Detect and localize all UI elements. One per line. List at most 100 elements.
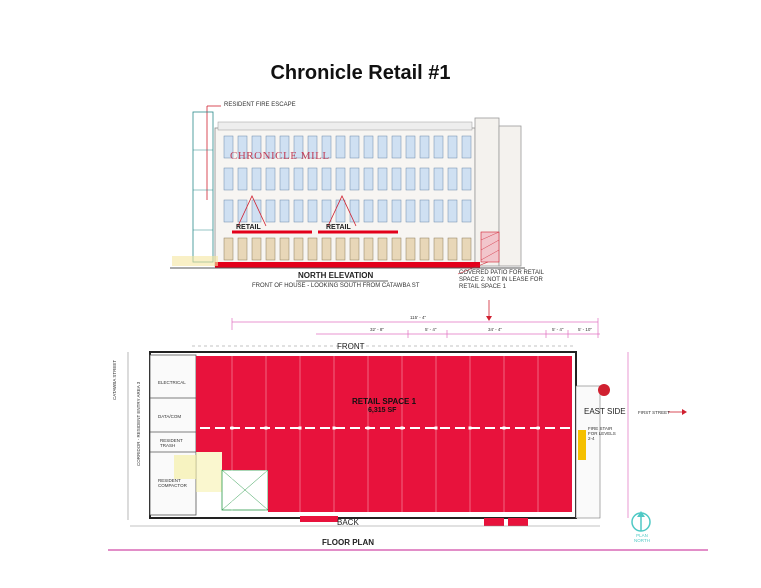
fire-stair-note: FIRE STAIR FOR LEVELS 2-4 — [588, 426, 616, 441]
column — [332, 426, 336, 430]
window — [321, 199, 332, 223]
window — [321, 167, 332, 191]
window — [377, 167, 388, 191]
dimension-5: 5' - 10" — [578, 327, 592, 332]
window — [223, 135, 234, 159]
storefront-window — [419, 237, 430, 261]
window — [419, 167, 430, 191]
window — [419, 135, 430, 159]
window — [265, 135, 276, 159]
window — [237, 167, 248, 191]
east-side-label: EAST SIDE — [584, 407, 626, 416]
retail-space-name: RETAIL SPACE 1 — [352, 397, 417, 406]
storefront-window — [265, 237, 276, 261]
window — [461, 199, 472, 223]
first-street-label: FIRST STREET — [638, 410, 670, 415]
front-label: FRONT — [337, 342, 365, 351]
window — [391, 167, 402, 191]
room-resident-trash: RESIDENT TRASH — [160, 438, 183, 448]
window — [237, 135, 248, 159]
window — [293, 135, 304, 159]
window — [447, 199, 458, 223]
window — [461, 167, 472, 191]
window — [279, 135, 290, 159]
east-side-marker — [598, 384, 610, 396]
window — [265, 167, 276, 191]
storefront-window — [321, 237, 332, 261]
elevation-heading: NORTH ELEVATION — [298, 271, 374, 280]
fire-escape-label: RESIDENT FIRE ESCAPE — [224, 102, 296, 108]
corridor-label: CORRIDOR - RESIDENT ENTRY AREA 3 — [136, 381, 141, 466]
column — [434, 426, 438, 430]
retail-label-right: RETAIL — [326, 224, 351, 231]
plan-north-label: PLAN NORTH — [634, 533, 650, 543]
service-core — [149, 354, 197, 516]
overall-dimension: 115' - 4" — [410, 315, 427, 320]
storefront-window — [377, 237, 388, 261]
dimension-1: 32' - 8" — [370, 327, 384, 332]
storefront-window — [447, 237, 458, 261]
window — [391, 135, 402, 159]
storefront-window — [335, 237, 346, 261]
window — [293, 199, 304, 223]
window — [405, 167, 416, 191]
dimension-2: 5' - 4" — [425, 327, 437, 332]
retail-space-fill — [196, 356, 572, 512]
window — [433, 167, 444, 191]
window — [279, 199, 290, 223]
dimension-4: 5' - 4" — [552, 327, 564, 332]
storefront-window — [279, 237, 290, 261]
window — [377, 135, 388, 159]
window — [223, 167, 234, 191]
window — [433, 199, 444, 223]
window — [405, 199, 416, 223]
storefront-window — [237, 237, 248, 261]
floor-plan-heading: FLOOR PLAN — [322, 538, 374, 547]
back-label: BACK — [337, 518, 359, 527]
window — [377, 199, 388, 223]
storefront-window — [433, 237, 444, 261]
window — [447, 167, 458, 191]
retail-band — [215, 262, 480, 268]
fire-stair — [578, 430, 586, 460]
elevation-subheading: FRONT OF HOUSE - LOOKING SOUTH FROM CATA… — [252, 283, 420, 289]
room-electrical: ELECTRICAL — [158, 380, 186, 385]
storefront-window — [223, 237, 234, 261]
retail-label-left: RETAIL — [236, 224, 261, 231]
window — [363, 135, 374, 159]
building-sign: CHRONICLE MILL — [230, 150, 330, 162]
window — [293, 167, 304, 191]
window — [419, 199, 430, 223]
storefront-window — [251, 237, 262, 261]
storefront-window — [293, 237, 304, 261]
window — [335, 167, 346, 191]
retail-space-area: 6,315 SF — [368, 407, 397, 414]
room-resident-compactor: RESIDENT COMPACTOR — [158, 478, 187, 488]
window — [335, 135, 346, 159]
room-datacom: DATA/COM — [158, 414, 182, 419]
window — [363, 167, 374, 191]
storefront-window — [391, 237, 402, 261]
window — [433, 135, 444, 159]
window — [237, 199, 248, 223]
window — [307, 135, 318, 159]
dimension-3: 34' - 4" — [488, 327, 502, 332]
window — [391, 199, 402, 223]
window — [349, 135, 360, 159]
window — [251, 135, 262, 159]
window — [265, 199, 276, 223]
window — [307, 167, 318, 191]
window — [307, 199, 318, 223]
window — [405, 135, 416, 159]
window — [279, 167, 290, 191]
storefront-window — [461, 237, 472, 261]
storefront-window — [405, 237, 416, 261]
patio-note: COVERED PATIO FOR RETAIL SPACE 2. NOT IN… — [459, 270, 544, 290]
window — [223, 199, 234, 223]
catawba-street-label: CATAWBA STREET — [112, 359, 117, 400]
window — [363, 199, 374, 223]
window — [251, 199, 262, 223]
storefront-window — [307, 237, 318, 261]
